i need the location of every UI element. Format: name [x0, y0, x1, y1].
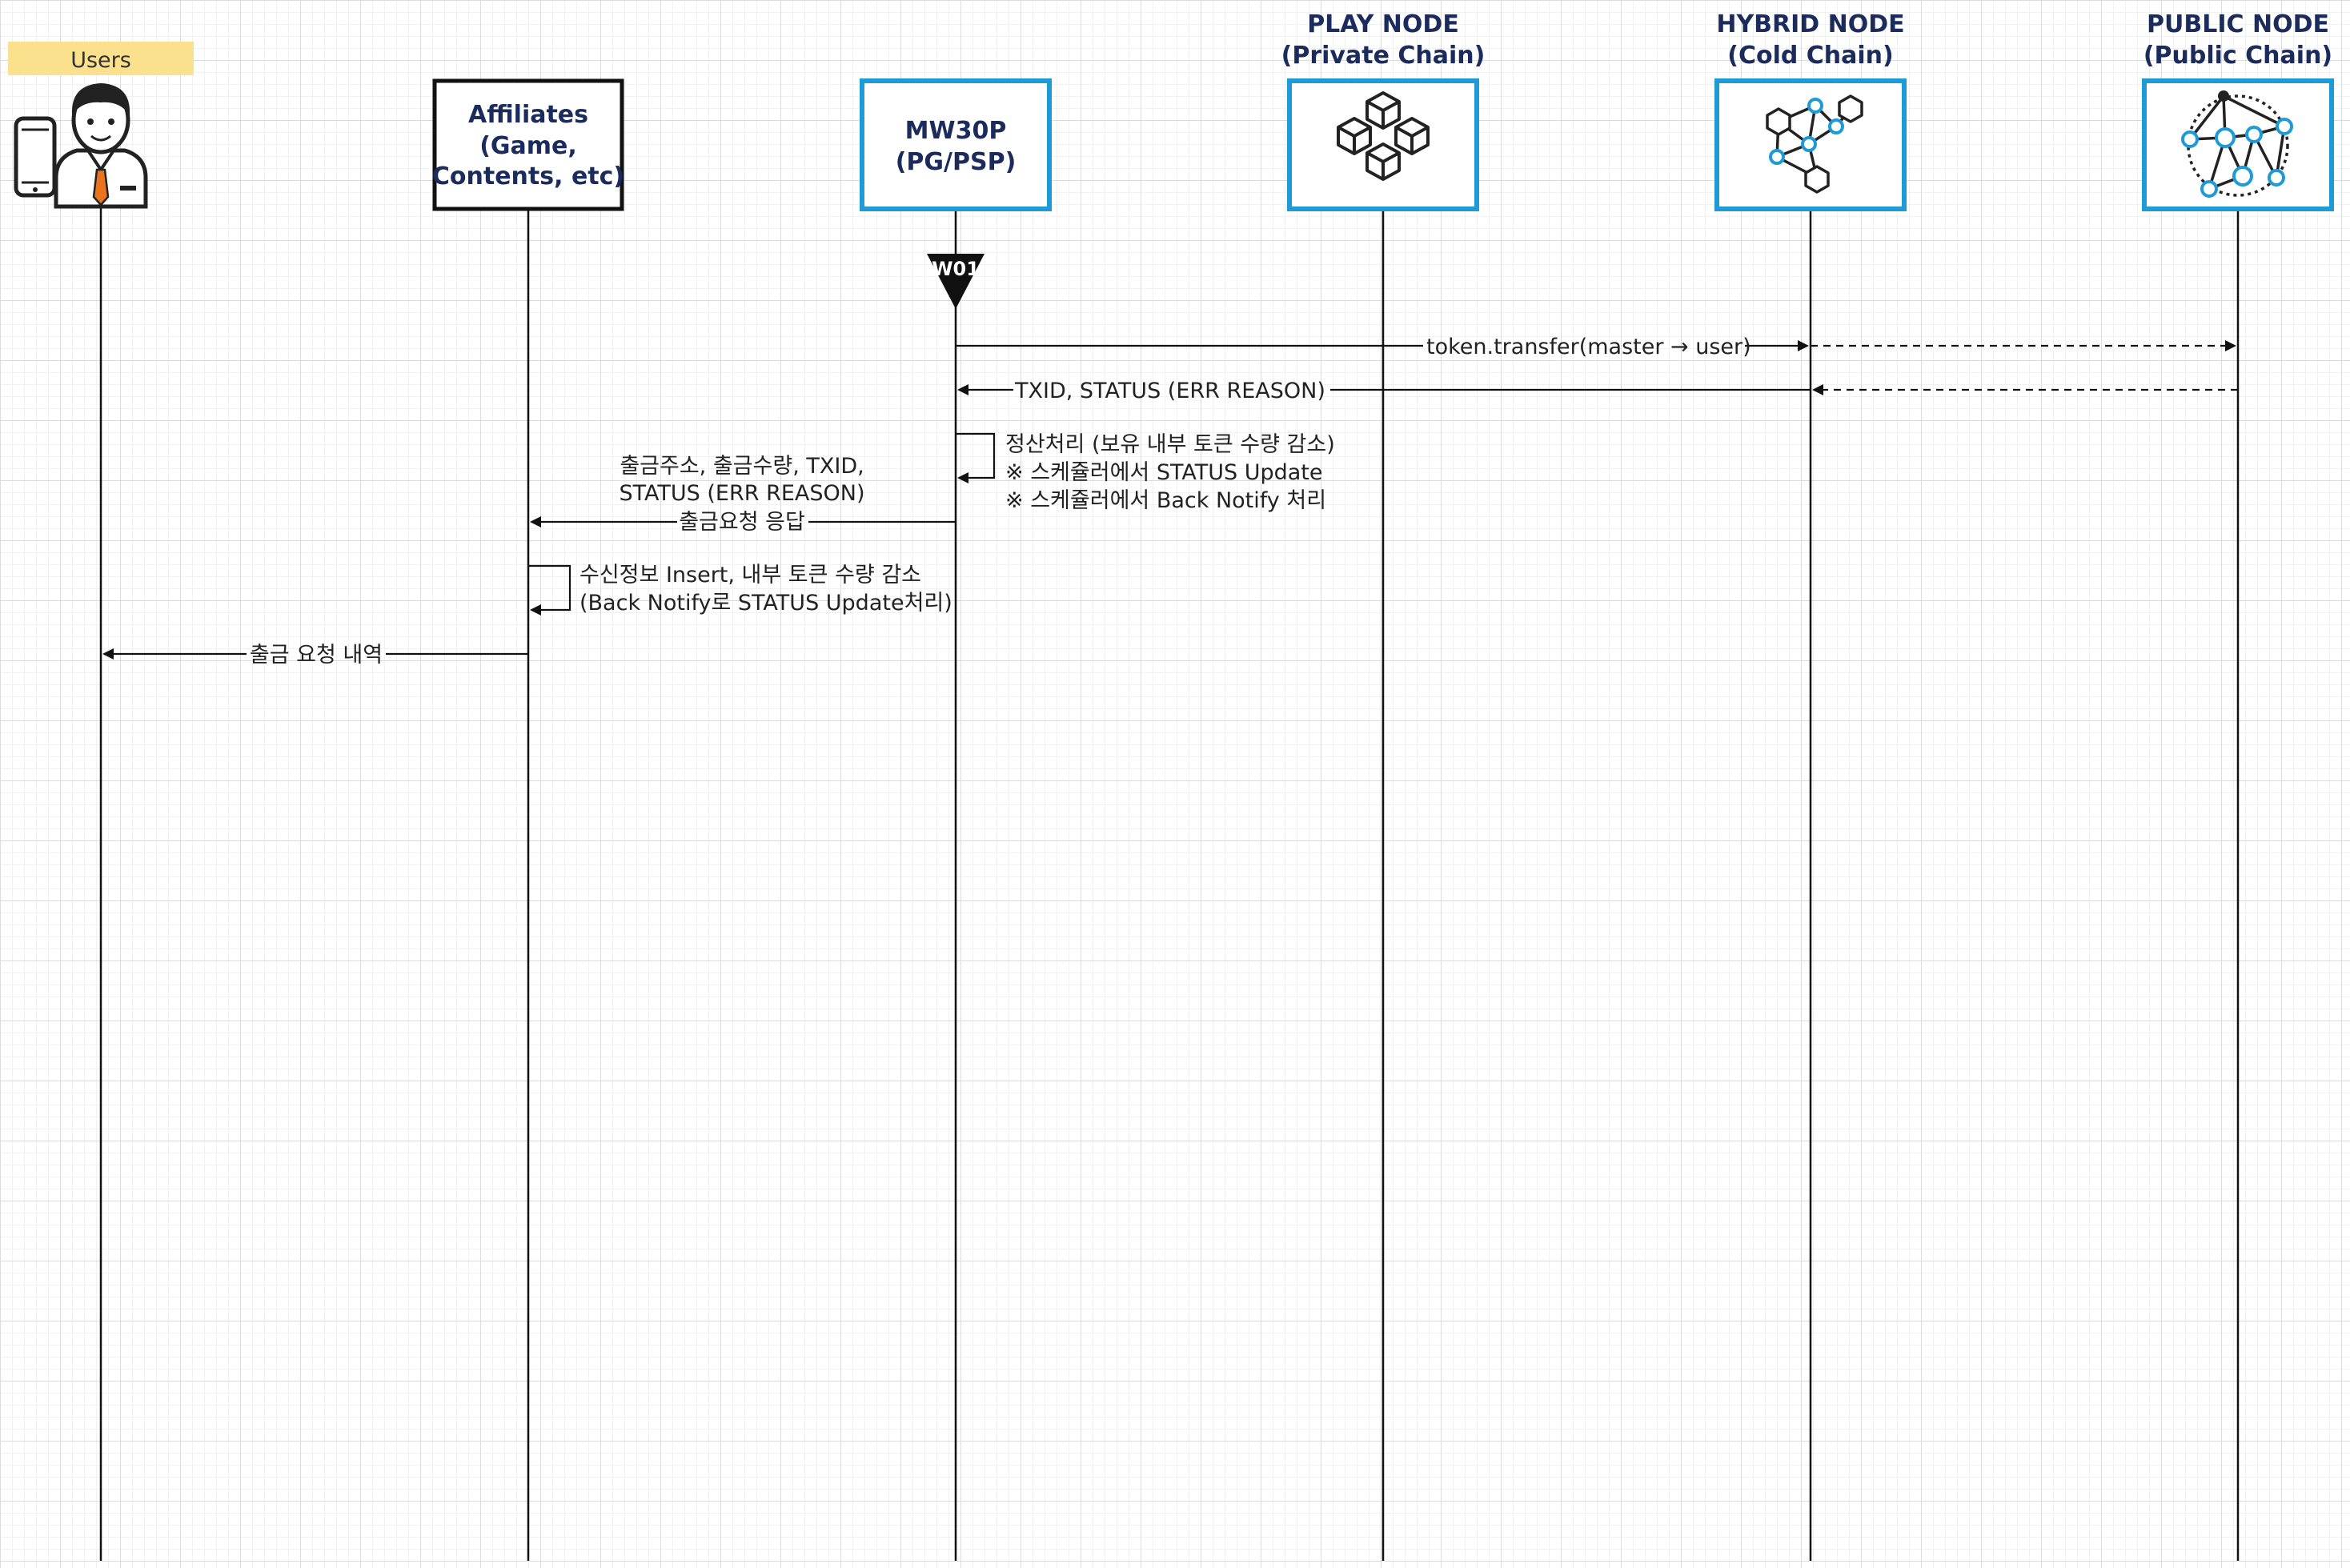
message-settlement-line2: ※ 스케쥴러에서 STATUS Update: [1005, 460, 1323, 485]
hybrid-node-title-line1: HYBRID NODE: [1716, 10, 1904, 38]
participant-hybrid-node[interactable]: HYBRID NODE (Cold Chain): [1714, 10, 1907, 211]
hybrid-node-title-line2: (Cold Chain): [1727, 42, 1894, 70]
participant-affiliates[interactable]: Affiliates (Game, Contents, etc): [432, 78, 624, 211]
message-withdraw-response: 출금주소, 출금수량, TXID, STATUS (ERR REASON) 출금…: [530, 454, 956, 535]
participant-mw30p[interactable]: MW30P (PG/PSP): [860, 78, 1052, 211]
participant-play-node[interactable]: PLAY NODE (Private Chain): [1281, 10, 1486, 211]
message-txid-status-label: TXID, STATUS (ERR REASON): [1014, 379, 1325, 403]
blocks-cluster-icon: [1337, 91, 1430, 181]
message-settlement-line1: 정산처리 (보유 내부 토큰 수량 감소): [1005, 432, 1335, 457]
public-node-title-line2: (Public Chain): [2143, 42, 2332, 70]
message-withdraw-history: 출금 요청 내역: [102, 643, 528, 668]
message-receive-info-self: 수신정보 Insert, 내부 토큰 수량 감소 (Back Notify로 S…: [528, 563, 952, 616]
message-withdraw-history-label: 출금 요청 내역: [250, 643, 383, 668]
mw30p-title-line1: MW30P: [905, 117, 1007, 145]
message-token-transfer-label: token.transfer(master → user): [1426, 335, 1751, 359]
users-badge: [8, 42, 194, 75]
mw30p-title-line2: (PG/PSP): [896, 148, 1017, 176]
phone-icon: [14, 116, 57, 198]
users-label: Users: [70, 48, 131, 73]
affiliates-title-line2: (Game,: [479, 132, 577, 160]
public-node-title-line1: PUBLIC NODE: [2147, 10, 2329, 38]
message-settlement-self: 정산처리 (보유 내부 토큰 수량 감소) ※ 스케쥴러에서 STATUS Up…: [956, 432, 1335, 513]
affiliates-box[interactable]: [432, 78, 624, 211]
mw30p-box[interactable]: [860, 78, 1052, 211]
hybrid-network-icon: [1766, 94, 1863, 194]
public-network-icon: [2181, 90, 2293, 198]
message-withdraw-response-line3: 출금요청 응답: [679, 510, 805, 535]
participant-public-node[interactable]: PUBLIC NODE (Public Chain): [2142, 10, 2334, 211]
w01-label: W01: [932, 258, 980, 280]
play-node-title-line2: (Private Chain): [1281, 42, 1486, 70]
message-receive-info-line1: 수신정보 Insert, 내부 토큰 수량 감소: [579, 563, 921, 587]
user-avatar-icon: [54, 83, 148, 209]
message-txid-status: TXID, STATUS (ERR REASON): [957, 379, 2238, 403]
message-receive-info-line2: (Back Notify로 STATUS Update처리): [579, 591, 952, 616]
affiliates-title-line1: Affiliates: [468, 101, 588, 129]
message-token-transfer: token.transfer(master → user): [956, 335, 2236, 359]
participant-users: Users: [8, 42, 194, 209]
message-withdraw-response-line2: STATUS (ERR REASON): [620, 481, 865, 506]
message-settlement-line3: ※ 스케쥴러에서 Back Notify 처리: [1005, 488, 1326, 513]
w01-marker[interactable]: W01: [927, 254, 985, 309]
w01-triangle[interactable]: [927, 254, 985, 309]
message-withdraw-response-line1: 출금주소, 출금수량, TXID,: [620, 454, 864, 479]
play-node-title-line1: PLAY NODE: [1307, 10, 1459, 38]
public-node-box[interactable]: [2142, 78, 2334, 211]
affiliates-title-line3: Contents, etc): [432, 162, 624, 190]
